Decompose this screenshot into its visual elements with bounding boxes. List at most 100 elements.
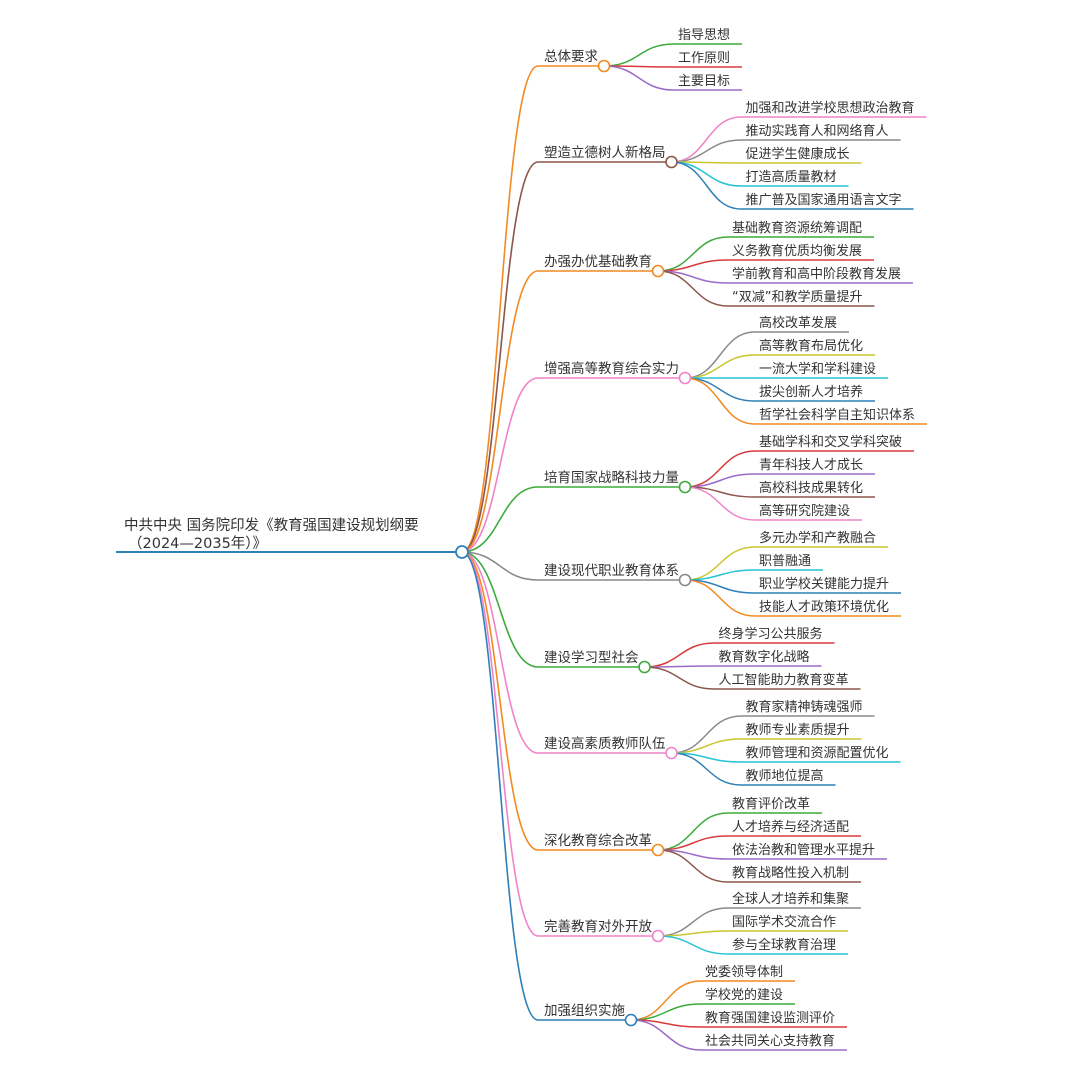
- branch-topic-11[interactable]: 加强组织实施: [538, 1003, 638, 1027]
- branch-toggle-circle[interactable]: [678, 480, 692, 494]
- leaf-topic[interactable]: 打造高质量教材: [741, 169, 849, 187]
- leaf-topic[interactable]: 参与全球教育治理: [728, 937, 849, 955]
- branch-toggle-circle[interactable]: [678, 573, 692, 587]
- branch-toggle-circle[interactable]: [665, 746, 678, 760]
- leaf-label: “双减”和教学质量提升: [732, 289, 862, 305]
- leaf-topic[interactable]: 教育战略性投入机制: [728, 865, 862, 883]
- branch-toggle-circle[interactable]: [597, 59, 611, 73]
- branch-topic-7[interactable]: 建设学习型社会: [538, 650, 651, 674]
- leaf-topic[interactable]: 教师地位提高: [741, 768, 836, 786]
- leaf-label: 打造高质量教材: [746, 169, 837, 185]
- leaf-topic[interactable]: 多元办学和产教融合: [755, 530, 889, 548]
- leaf-topic[interactable]: 基础学科和交叉学科突破: [755, 434, 915, 452]
- leaf-topic[interactable]: 人工智能助力教育变革: [714, 672, 861, 690]
- leaf-label: 全球人才培养和集聚: [732, 891, 849, 907]
- branch-to-leaf-connector: [671, 738, 742, 754]
- branch-toggle-circle[interactable]: [651, 929, 665, 943]
- root-to-branch-connector: [461, 65, 539, 553]
- branch-label: 完善教育对外开放: [544, 919, 652, 935]
- branch-topic-4[interactable]: 增强高等教育综合实力: [538, 360, 692, 385]
- branch-toggle-circle[interactable]: [678, 371, 692, 385]
- branch-label: 增强高等教育综合实力: [544, 360, 679, 377]
- leaf-topic[interactable]: 人才培养与经济适配: [728, 819, 862, 837]
- leaf-label: 人才培养与经济适配: [732, 819, 849, 835]
- leaf-topic[interactable]: 教师专业素质提升: [741, 722, 862, 740]
- branch-topic-10[interactable]: 完善教育对外开放: [538, 919, 665, 943]
- leaf-topic[interactable]: 教育评价改革: [728, 796, 823, 814]
- leaf-topic[interactable]: 指导思想: [674, 27, 743, 45]
- branch-to-leaf-connector: [644, 642, 715, 668]
- leaf-topic[interactable]: 教育数字化战略: [714, 649, 822, 667]
- leaf-topic[interactable]: 基础教育资源统筹调配: [728, 220, 875, 238]
- branch-to-leaf-connector: [684, 450, 756, 488]
- branch-to-leaf-connector: [657, 835, 729, 851]
- branch-topic-5[interactable]: 培育国家战略科技力量: [538, 469, 692, 494]
- root-to-branch-connector: [461, 161, 539, 553]
- branch-to-leaf-connector: [684, 377, 756, 425]
- leaf-topic[interactable]: “双减”和教学质量提升: [728, 289, 875, 307]
- leaf-label: 拔尖创新人才培养: [759, 384, 863, 400]
- leaf-topic[interactable]: 促进学生健康成长: [741, 146, 862, 164]
- leaf-topic[interactable]: 拔尖创新人才培养: [755, 384, 876, 402]
- leaf-label: 教育战略性投入机制: [732, 865, 849, 881]
- leaf-topic[interactable]: 全球人才培养和集聚: [728, 891, 862, 909]
- root-toggle-circle[interactable]: [455, 545, 469, 559]
- root-to-branch-connector: [461, 377, 539, 553]
- leaf-topic[interactable]: 高等教育布局优化: [755, 338, 876, 356]
- branch-toggle-circle[interactable]: [651, 264, 665, 278]
- leaf-topic[interactable]: 一流大学和学科建设: [755, 361, 889, 379]
- branch-to-leaf-connector: [657, 236, 729, 272]
- leaf-topic[interactable]: 国际学术交流合作: [728, 914, 849, 932]
- branch-toggle-circle[interactable]: [665, 155, 678, 169]
- leaf-label: 青年科技人才成长: [759, 458, 863, 473]
- branch-topic-6[interactable]: 建设现代职业教育体系: [538, 563, 692, 587]
- leaf-topic[interactable]: 义务教育优质均衡发展: [728, 243, 875, 261]
- leaf-topic[interactable]: 高等研究院建设: [755, 503, 863, 521]
- root-to-branch-connector: [461, 551, 539, 1021]
- leaf-topic[interactable]: 高校改革发展: [755, 315, 850, 333]
- leaf-topic[interactable]: 终身学习公共服务: [714, 626, 835, 644]
- branch-topic-1[interactable]: 总体要求: [538, 49, 611, 73]
- branch-label: 深化教育综合改革: [544, 833, 652, 849]
- leaf-topic[interactable]: 学前教育和高中阶段教育发展: [728, 266, 914, 284]
- leaf-topic[interactable]: 学校党的建设: [701, 987, 796, 1005]
- leaf-topic[interactable]: 哲学社会科学自主知识体系: [755, 407, 928, 425]
- leaf-label: 主要目标: [678, 74, 730, 89]
- leaf-topic[interactable]: 依法治教和管理水平提升: [728, 842, 888, 860]
- leaf-topic[interactable]: 推动实践育人和网络育人: [741, 123, 901, 141]
- leaf-topic[interactable]: 教师管理和资源配置优化: [741, 745, 901, 763]
- leaf-topic[interactable]: 党委领导体制: [701, 965, 796, 982]
- branch-topic-2[interactable]: 塑造立德树人新格局: [538, 145, 678, 169]
- leaf-topic[interactable]: 工作原则: [674, 51, 743, 68]
- root-topic[interactable]: 中共中央 国务院印发《教育强国建设规划纲要 （2024—2035年）》: [116, 517, 469, 559]
- root-to-branch-connector: [461, 551, 539, 851]
- leaf-topic[interactable]: 技能人才政策环境优化: [755, 599, 902, 617]
- branch-toggle-circle[interactable]: [624, 1013, 638, 1027]
- branch-topic-3[interactable]: 办强办优基础教育: [538, 253, 665, 278]
- root-to-branch-connector: [461, 486, 539, 553]
- leaf-topic[interactable]: 青年科技人才成长: [755, 458, 876, 475]
- root-to-branch-connector: [461, 551, 539, 937]
- branch-toggle-circle[interactable]: [651, 843, 665, 857]
- leaf-label: 参与全球教育治理: [732, 937, 836, 953]
- leaf-topic[interactable]: 教育家精神铸魂强师: [741, 699, 875, 717]
- branch-toggle-circle[interactable]: [638, 660, 651, 674]
- leaf-topic[interactable]: 主要目标: [674, 74, 743, 91]
- branch-topic-8[interactable]: 建设高素质教师队伍: [538, 735, 678, 760]
- leaf-topic[interactable]: 教育强国建设监测评价: [701, 1010, 848, 1028]
- branch-to-leaf-connector: [684, 377, 756, 402]
- leaf-label: 国际学术交流合作: [732, 914, 836, 930]
- branch-label: 总体要求: [544, 49, 598, 65]
- branch-label: 办强办优基础教育: [544, 253, 652, 270]
- leaf-topic[interactable]: 高校科技成果转化: [755, 480, 876, 498]
- leaf-topic[interactable]: 职普融通: [755, 554, 824, 571]
- branch-topic-9[interactable]: 深化教育综合改革: [538, 833, 665, 857]
- leaf-topic[interactable]: 社会共同关心支持教育: [701, 1033, 848, 1051]
- branch-label: 培育国家战略科技力量: [544, 469, 679, 486]
- leaf-topic[interactable]: 推广普及国家通用语言文字: [741, 192, 914, 210]
- leaf-topic[interactable]: 职业学校关键能力提升: [755, 576, 902, 594]
- leaf-topic[interactable]: 加强和改进学校思想政治教育: [741, 100, 927, 118]
- leaf-label: 基础教育资源统筹调配: [732, 220, 862, 236]
